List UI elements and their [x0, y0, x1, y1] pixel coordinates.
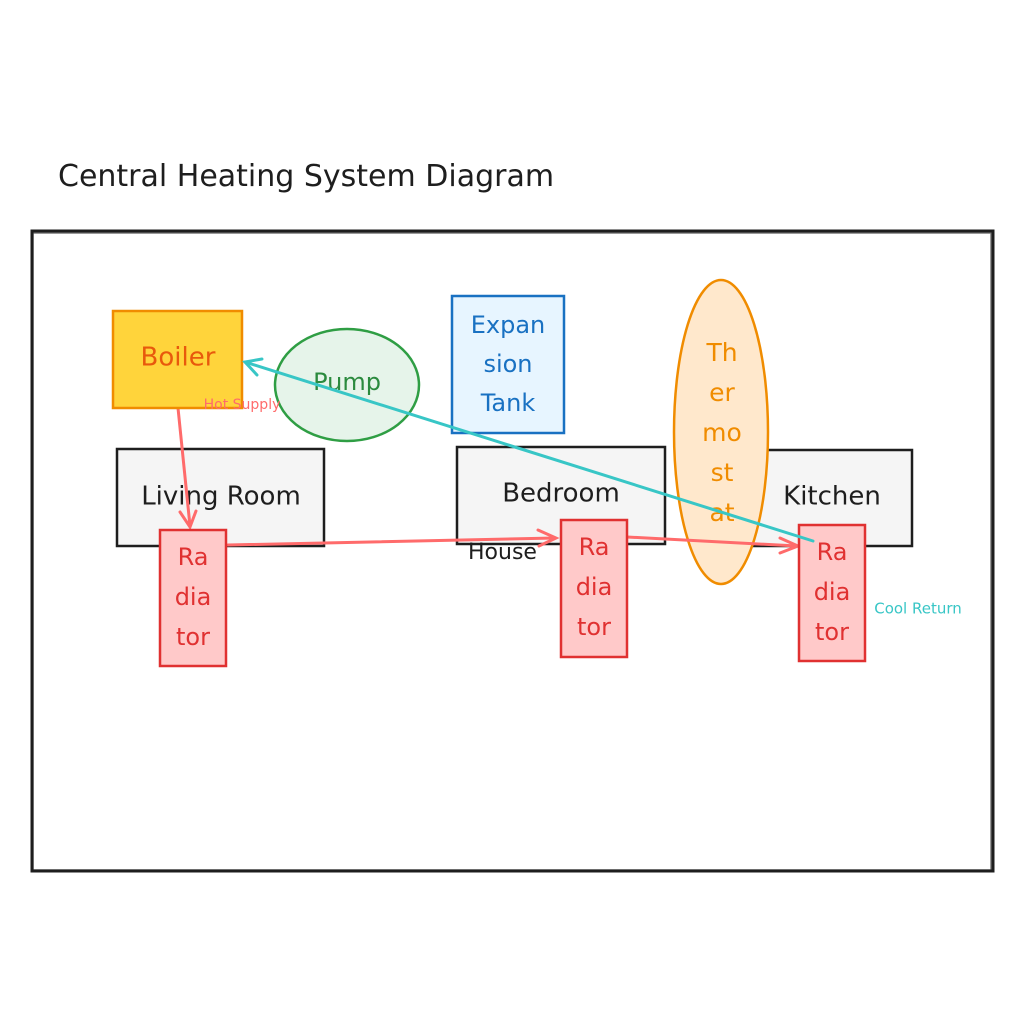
expansion-tank-label-line: Tank [480, 389, 536, 417]
hot-supply-label: Hot Supply [204, 397, 281, 413]
radiator-label-line: tor [577, 613, 611, 641]
radiator-kitchen: Ra dia tor [797, 523, 867, 663]
kitchen-label: Kitchen [783, 482, 881, 512]
thermostat-label-line: er [709, 378, 735, 407]
boiler: Boiler [111, 309, 244, 410]
diagram-title: Central Heating System Diagram [58, 159, 554, 194]
bedroom-label: Bedroom [502, 479, 620, 509]
radiator-label-line: dia [576, 573, 613, 601]
thermostat: Th er mo st at [672, 278, 770, 586]
radiator-label-line: dia [175, 583, 212, 611]
radiator-label-line: dia [814, 578, 851, 606]
boiler-label: Boiler [141, 343, 216, 373]
radiator-label-line: Ra [579, 533, 610, 561]
thermostat-label-line: st [711, 458, 734, 487]
radiator-label-line: tor [815, 618, 849, 646]
living-room-label: Living Room [141, 482, 301, 512]
cool-return-pipe [242, 357, 815, 543]
radiator-bedroom: Ra dia tor [559, 518, 629, 659]
pump-label: Pump [313, 368, 381, 396]
radiator-label-line: Ra [817, 538, 848, 566]
hot-supply-pipes [176, 406, 802, 555]
pump: Pump [273, 327, 421, 443]
cool-return-arrow-kitchen-to-boiler [243, 360, 815, 543]
radiator-label-line: Ra [178, 543, 209, 571]
expansion-tank-label-line: Expan [471, 311, 546, 339]
thermostat-label-line: mo [702, 418, 742, 447]
expansion-tank: Expan sion Tank [450, 294, 566, 435]
cool-return-label: Cool Return [874, 600, 962, 618]
radiator-living-room: Ra dia tor [158, 528, 228, 668]
house-label: House [468, 540, 537, 565]
hot-supply-arrow-boiler-to-living [176, 406, 192, 528]
hot-supply-arrow-bedroom-to-kitchen [625, 535, 799, 548]
expansion-tank-label-line: sion [483, 350, 532, 378]
thermostat-label-line: Th [705, 338, 737, 367]
radiator-label-line: tor [176, 623, 210, 651]
hot-supply-arrow-living-to-bedroom [226, 536, 557, 547]
house-container [30, 229, 995, 873]
